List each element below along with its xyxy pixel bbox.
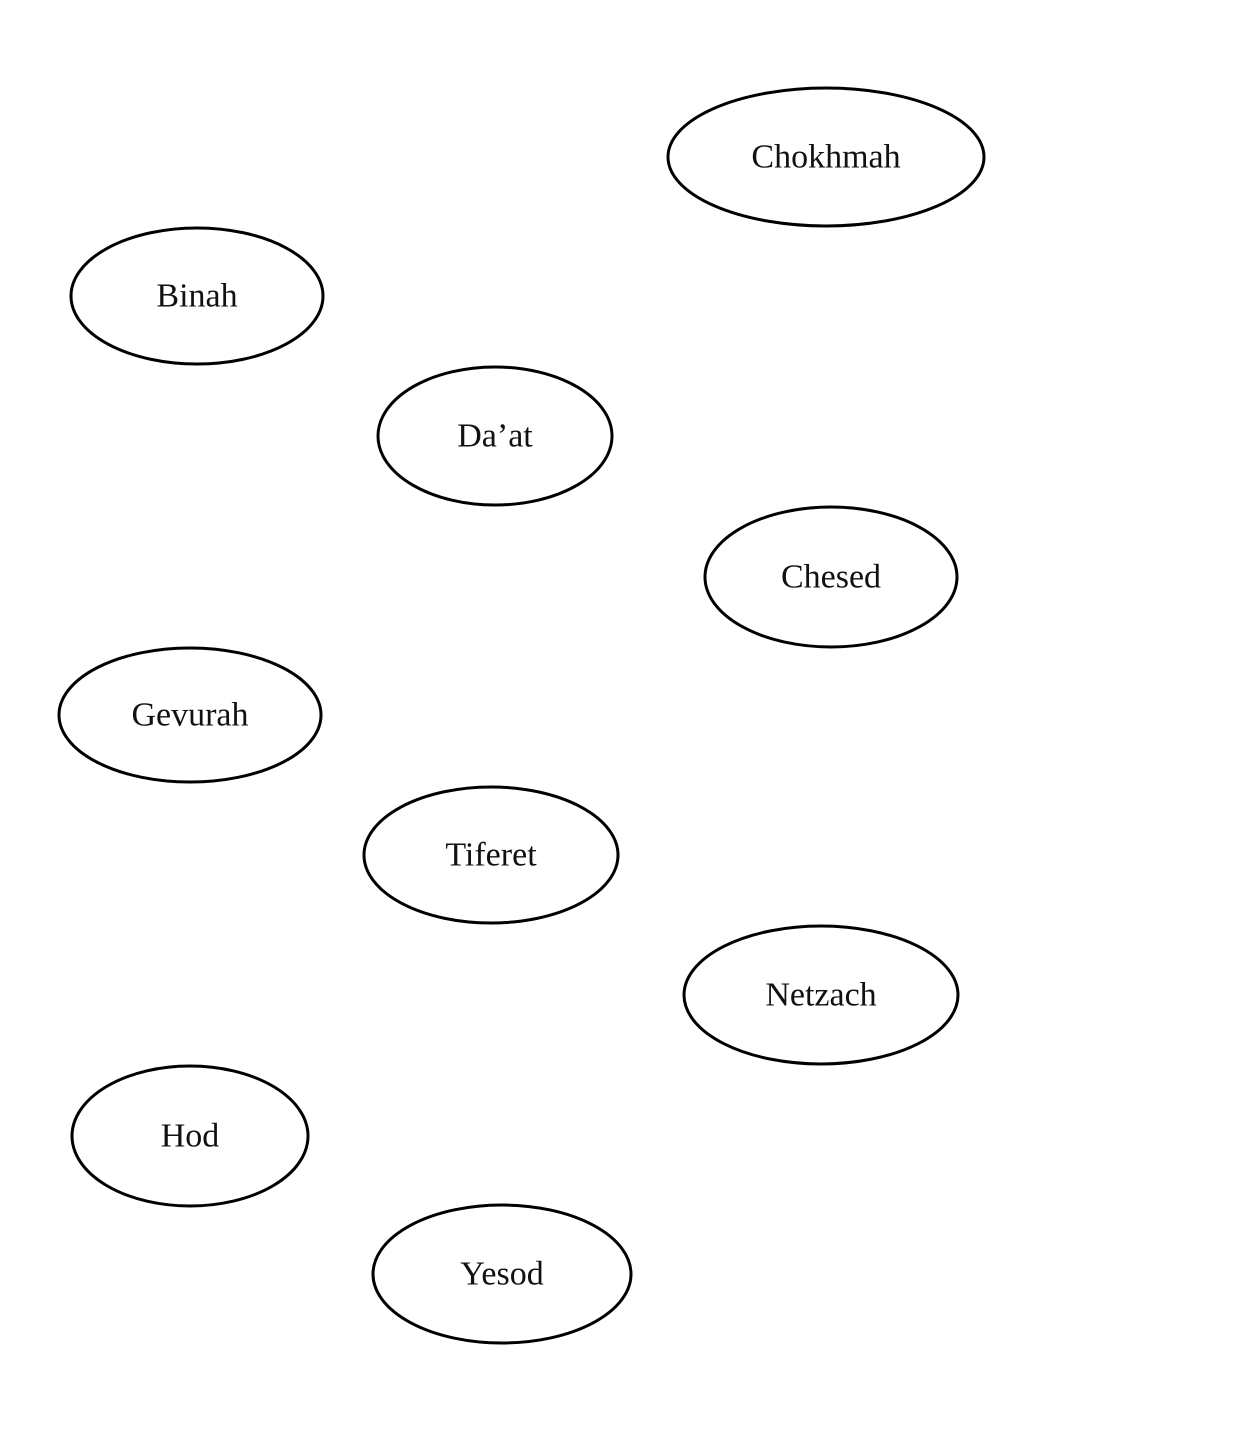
node-chokhmah-ellipse	[666, 86, 986, 228]
node-chokhmah-label: Chokhmah	[751, 139, 900, 176]
node-tiferet-ellipse	[362, 785, 620, 925]
node-yesod-label: Yesod	[460, 1256, 543, 1293]
node-daat-label: Da’at	[457, 418, 533, 455]
node-tiferet: Tiferet	[362, 785, 620, 925]
node-gevurah: Gevurah	[57, 646, 323, 784]
node-netzach: Netzach	[682, 924, 960, 1066]
node-chesed-ellipse	[703, 505, 959, 649]
node-hod-label: Hod	[161, 1118, 220, 1155]
node-binah-label: Binah	[156, 278, 237, 315]
node-daat: Da’at	[376, 365, 614, 507]
node-gevurah-ellipse	[57, 646, 323, 784]
node-chesed: Chesed	[703, 505, 959, 649]
node-hod: Hod	[70, 1064, 310, 1208]
node-daat-ellipse	[376, 365, 614, 507]
node-binah-ellipse	[69, 226, 325, 366]
node-chokhmah: Chokhmah	[666, 86, 986, 228]
node-hod-ellipse	[70, 1064, 310, 1208]
node-netzach-label: Netzach	[765, 977, 876, 1014]
node-binah: Binah	[69, 226, 325, 366]
node-netzach-ellipse	[682, 924, 960, 1066]
node-tiferet-label: Tiferet	[445, 837, 537, 874]
node-yesod: Yesod	[371, 1203, 633, 1345]
node-gevurah-label: Gevurah	[131, 697, 248, 734]
node-yesod-ellipse	[371, 1203, 633, 1345]
node-chesed-label: Chesed	[781, 559, 881, 596]
